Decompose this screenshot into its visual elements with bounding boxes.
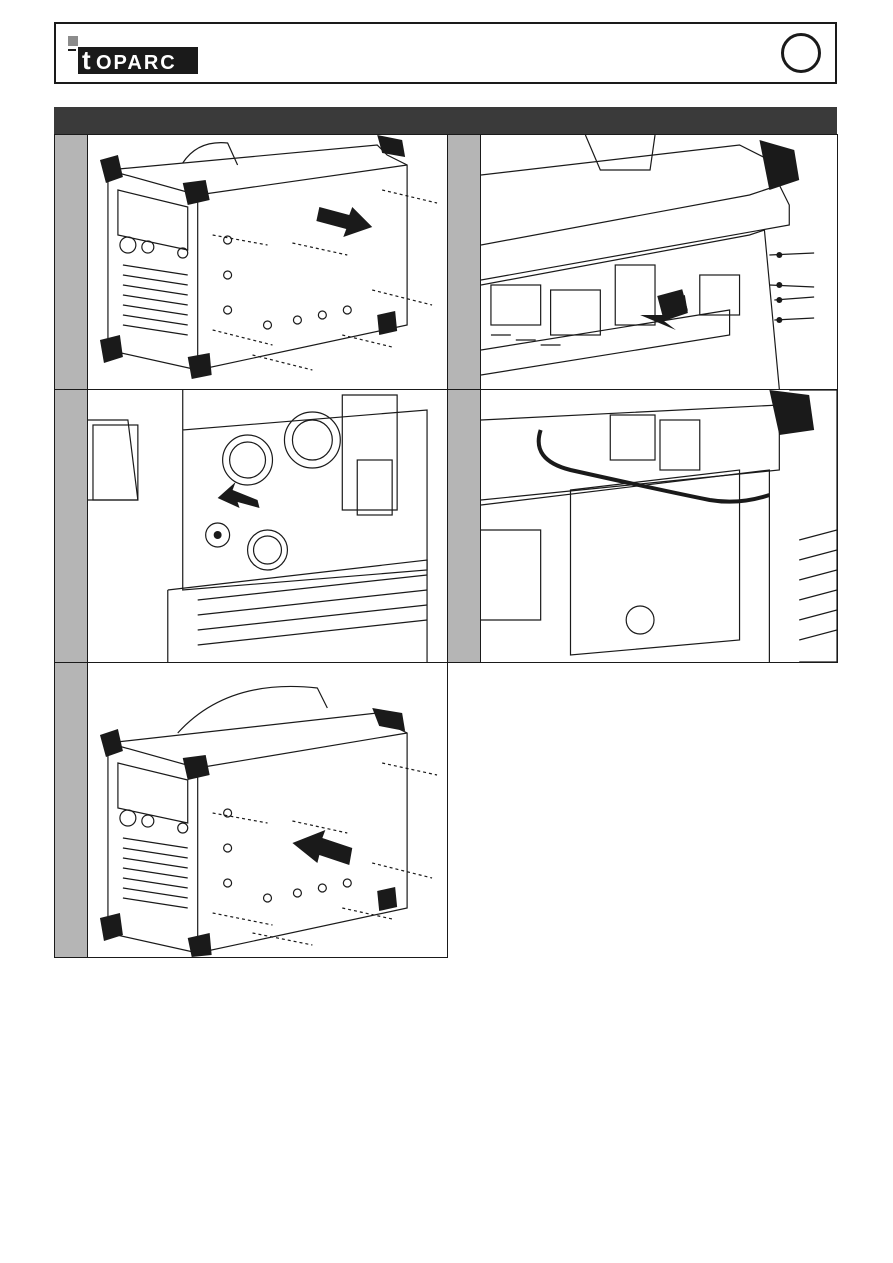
step-number-column (55, 390, 88, 662)
document-header: t OPARC (54, 22, 837, 84)
remove-socket-illustration (88, 390, 447, 662)
step-panel-5 (54, 662, 448, 958)
remove-side-panel-illustration (88, 135, 447, 389)
route-cable-illustration (481, 390, 837, 662)
step-number-column (448, 390, 481, 662)
language-badge (781, 33, 821, 73)
step-number-column (55, 135, 88, 389)
step-panel-3 (54, 389, 448, 663)
step-number-column (55, 663, 88, 957)
step-panel-4 (447, 389, 838, 663)
toparc-logo: t OPARC (68, 36, 198, 74)
section-title-bar (54, 107, 837, 135)
step-panel-2 (447, 134, 838, 390)
svg-text:OPARC: OPARC (96, 52, 177, 74)
refit-side-panel-illustration (88, 663, 447, 957)
step-number-column (448, 135, 481, 389)
unscrew-rear-plate-illustration (481, 135, 837, 389)
step-panel-1 (54, 134, 448, 390)
svg-text:t: t (82, 45, 91, 74)
